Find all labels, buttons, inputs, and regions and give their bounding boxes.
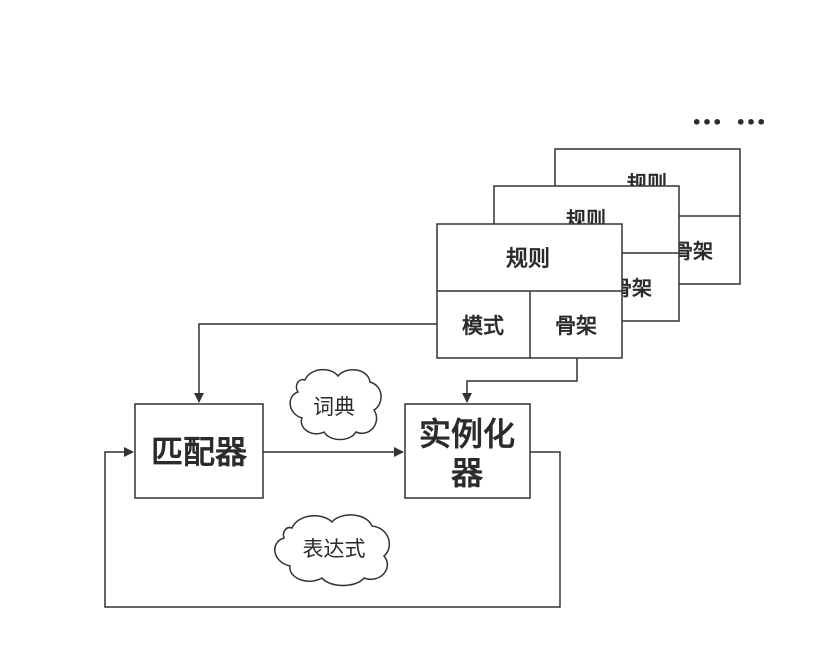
pattern-label: 模式 (462, 314, 504, 338)
dictionary-label: 词典 (313, 395, 355, 419)
arrow-skeleton-to-instantiator (462, 358, 578, 403)
ellipsis-right: ••• (736, 113, 767, 132)
instantiator-box: 实例化 器 (404, 403, 531, 499)
dictionary-cloud: 词典 (289, 368, 382, 441)
arrow-pattern-to-matcher (194, 323, 437, 403)
expression-cloud: 表达式 (274, 514, 391, 587)
rule-label: 规则 (506, 247, 550, 272)
skeleton-label: 骨架 (555, 314, 597, 338)
arrow-feedback-loop (104, 447, 561, 608)
ellipsis-left: ••• (692, 113, 723, 132)
matcher-label: 匹配器 (151, 433, 248, 471)
instantiator-label-line2: 器 (450, 454, 484, 492)
expression-label: 表达式 (303, 537, 366, 561)
matcher-box: 匹配器 (134, 403, 264, 499)
instantiator-label-line1: 实例化 (419, 415, 515, 453)
rule-card-front: 规则 模式 骨架 (436, 223, 623, 359)
